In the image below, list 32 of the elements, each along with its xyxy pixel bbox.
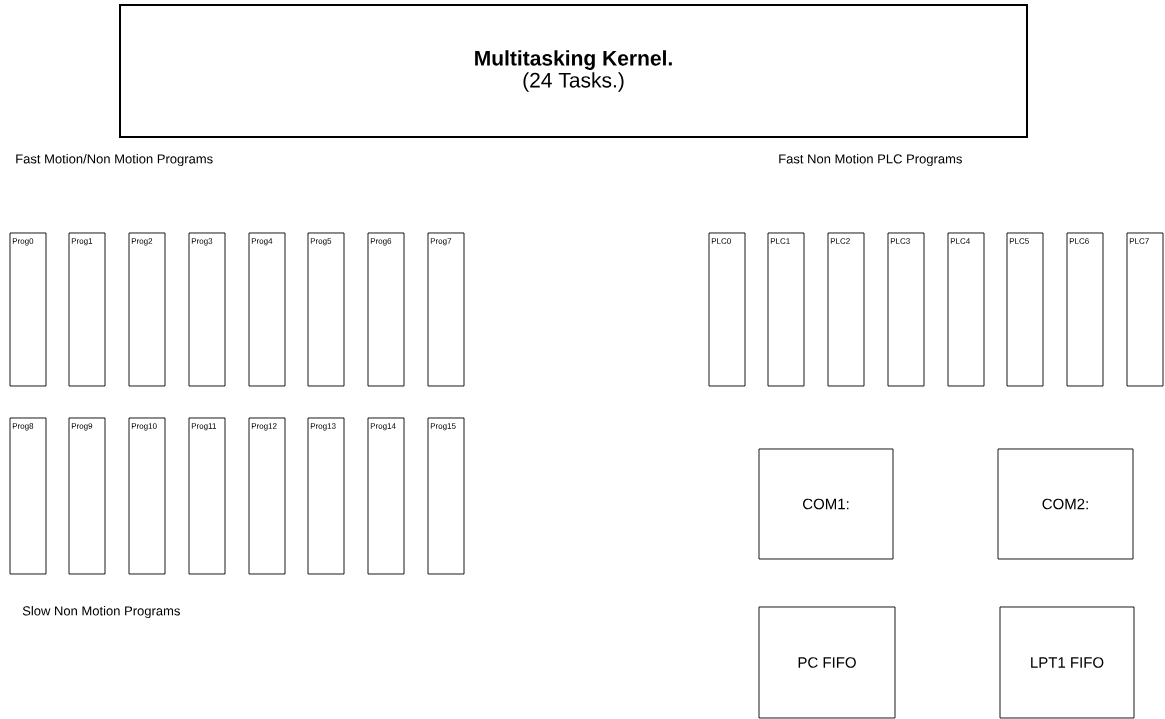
task-box: Prog1 <box>68 232 106 387</box>
task-box: Prog13 <box>307 417 345 575</box>
task-box: Prog4 <box>248 232 286 387</box>
title-box: Multitasking Kernel. (24 Tasks.) <box>119 4 1028 138</box>
task-box: Prog0 <box>9 232 47 387</box>
task-box: PLC7 <box>1126 232 1164 387</box>
task-box: Prog12 <box>248 417 286 575</box>
task-box: Prog10 <box>128 417 166 575</box>
task-box: Prog14 <box>367 417 405 575</box>
task-box: Prog9 <box>68 417 106 575</box>
task-box: Prog11 <box>188 417 226 575</box>
task-box: PLC5 <box>1006 232 1044 387</box>
section-label: Fast Motion/Non Motion Programs <box>16 153 213 167</box>
task-box: Prog7 <box>427 232 465 387</box>
section-label: Slow Non Motion Programs <box>22 605 180 619</box>
task-box: Prog2 <box>128 232 166 387</box>
task-box: PLC2 <box>827 232 865 387</box>
task-box: Prog8 <box>9 417 47 575</box>
port-box: COM1: <box>758 448 894 560</box>
port-box: LPT1 FIFO <box>999 606 1135 719</box>
port-box: PC FIFO <box>758 606 896 719</box>
task-box: PLC4 <box>947 232 985 387</box>
task-box: Prog15 <box>427 417 465 575</box>
task-box: Prog6 <box>367 232 405 387</box>
task-box: Prog5 <box>307 232 345 387</box>
port-box: COM2: <box>997 448 1134 560</box>
task-box: PLC1 <box>767 232 805 387</box>
task-box: Prog3 <box>188 232 226 387</box>
section-label: Fast Non Motion PLC Programs <box>779 153 962 167</box>
task-box: PLC0 <box>708 232 746 387</box>
task-box: PLC6 <box>1066 232 1104 387</box>
task-box: PLC3 <box>887 232 925 387</box>
